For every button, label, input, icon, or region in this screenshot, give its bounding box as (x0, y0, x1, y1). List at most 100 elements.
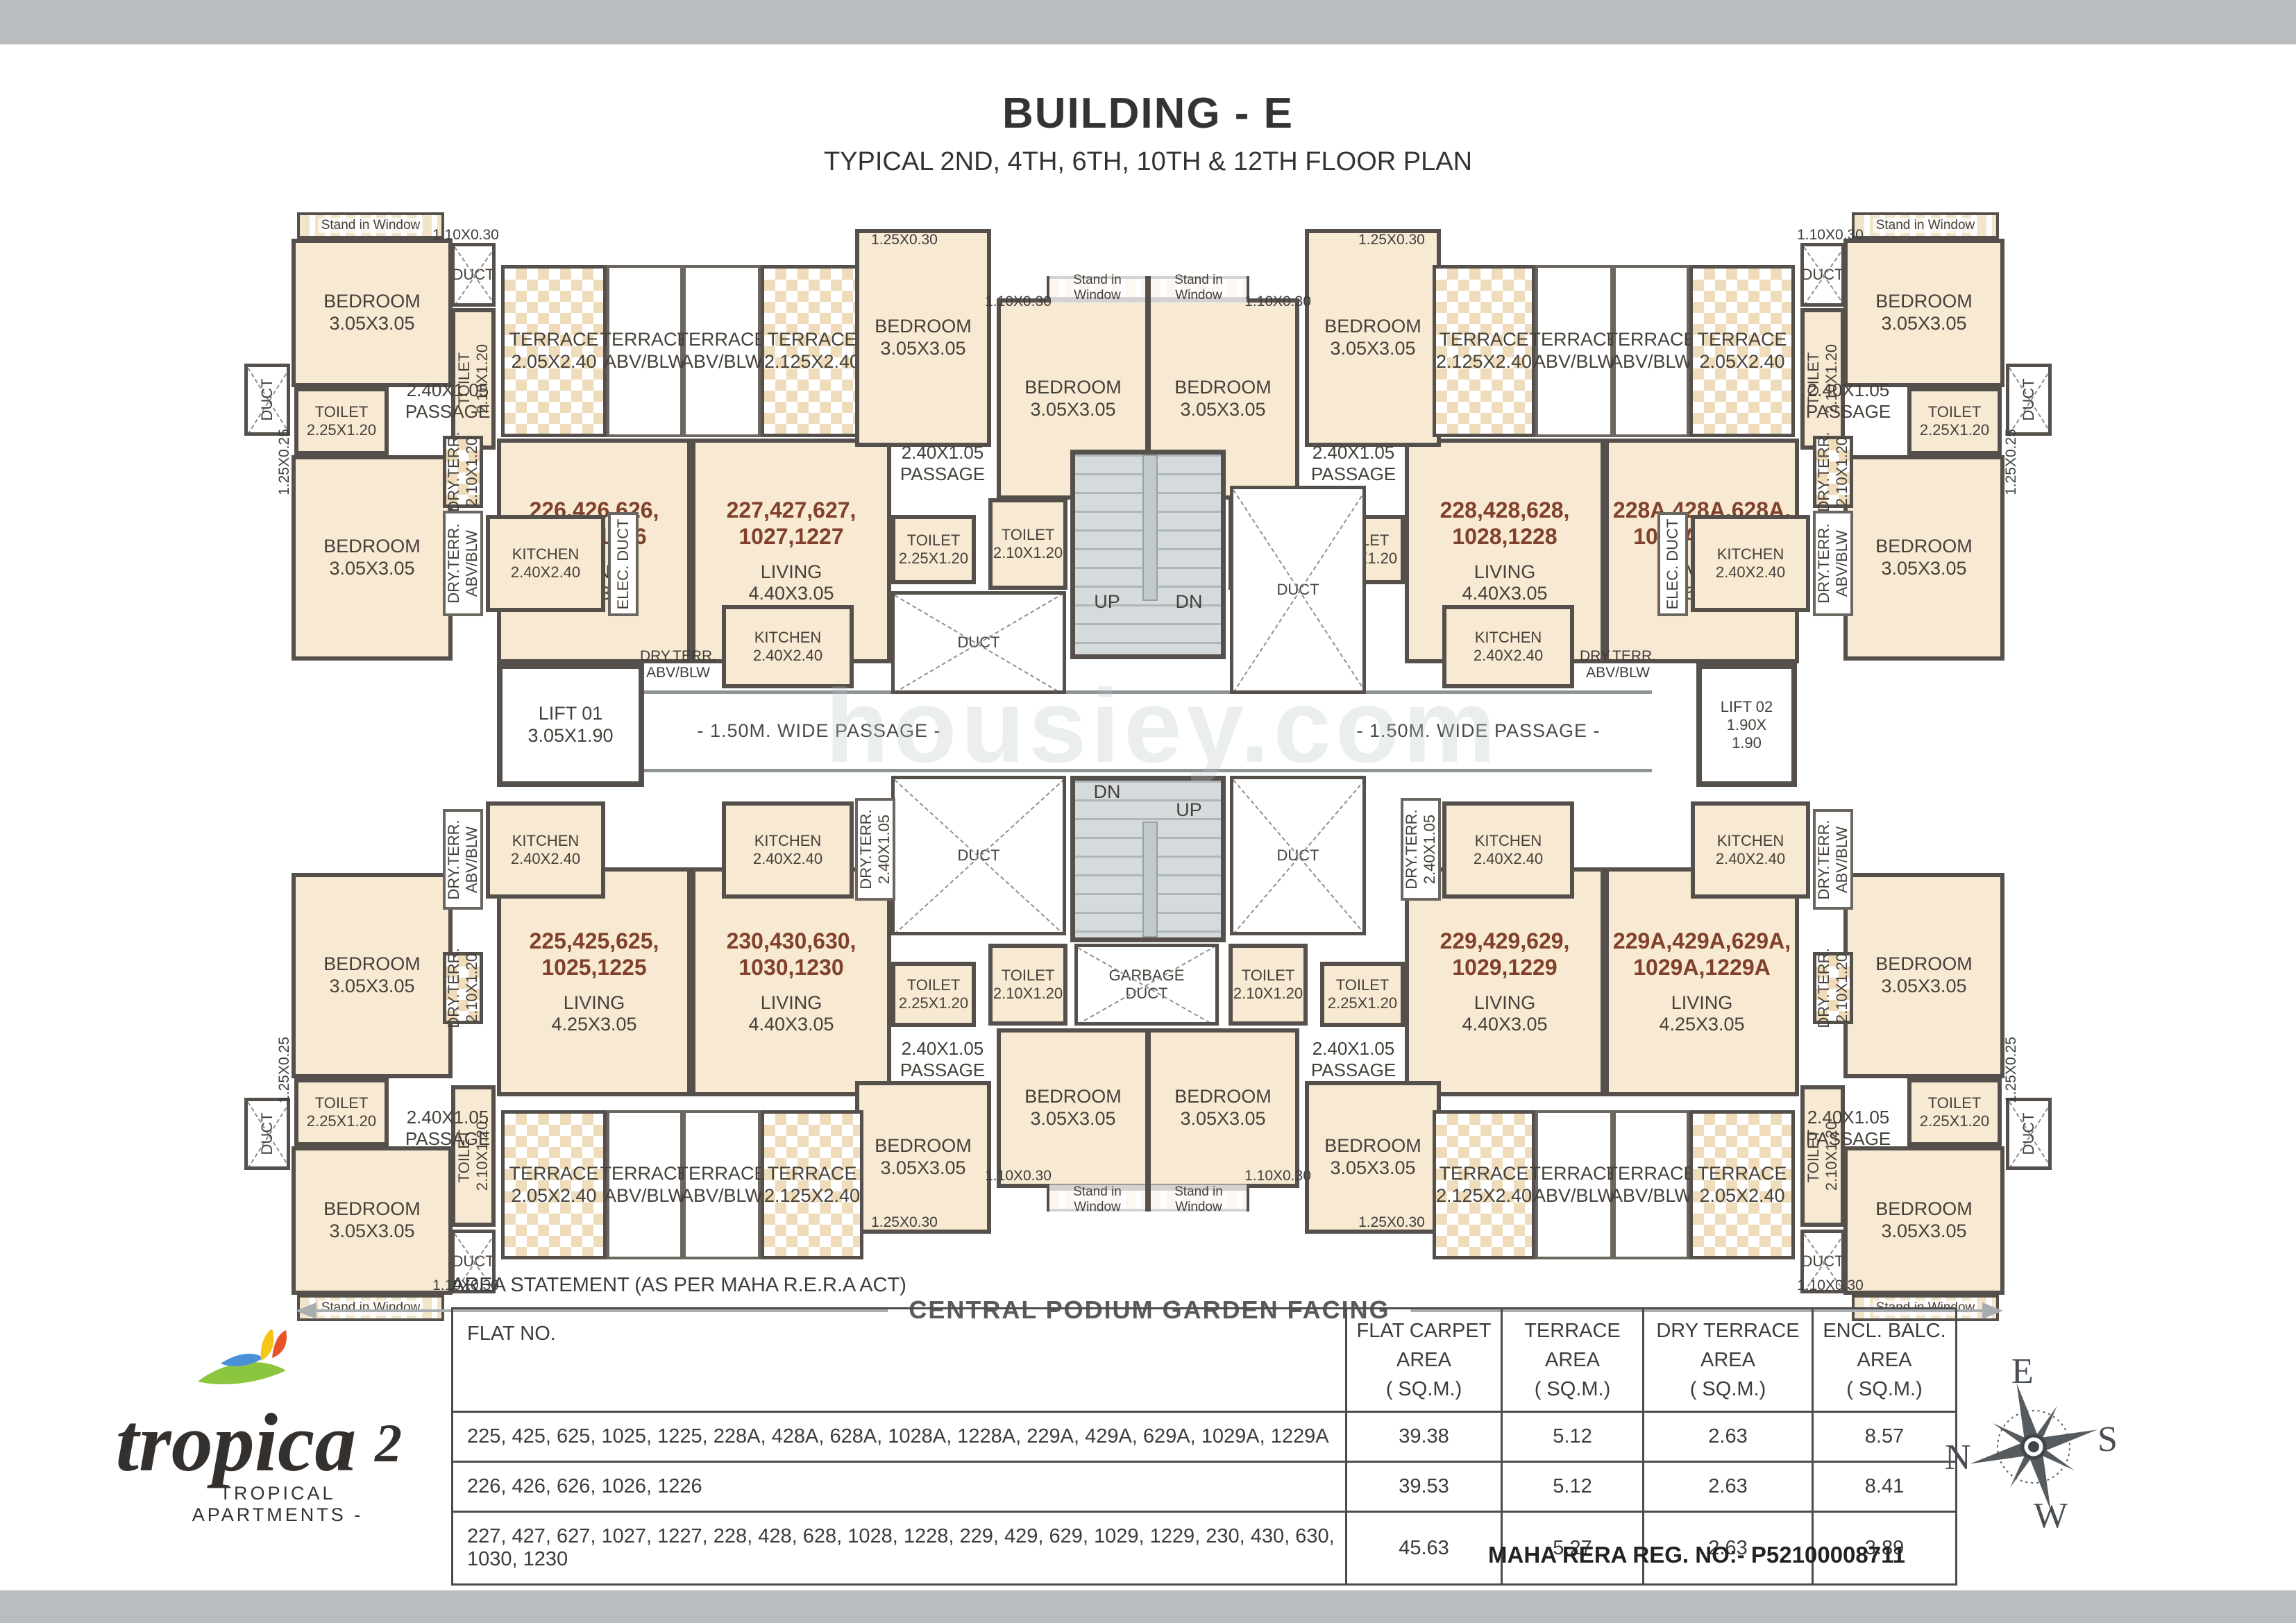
table-row: 225, 425, 625, 1025, 1225, 228A, 428A, 6… (451, 1411, 1957, 1463)
staircase-upper (1070, 450, 1226, 659)
room-label: KITCHEN 2.40X2.40 (752, 629, 823, 664)
plan-annotation: 1.10X0.30 (432, 1277, 499, 1293)
bedroom: BEDROOM 3.05X3.05 (1305, 1081, 1441, 1234)
room-label: Stand in Window (1151, 1184, 1247, 1216)
dry-terrace: DRY.TERR. ABV/BLW (443, 511, 483, 616)
flat-numbers: 228,428,628, 1028,1228 (1440, 497, 1570, 550)
plan-annotation: UP (1094, 590, 1120, 612)
dry-terrace: DRY.TERR. 2.10X1.20 (443, 948, 483, 1028)
room-label: LIFT 01 3.05X1.90 (527, 703, 614, 746)
duct: DUCT (1800, 243, 1845, 307)
room-label: TERRACE 2.125X2.40 (1435, 1162, 1533, 1206)
flat-numbers: 227,427,627, 1027,1227 (726, 497, 856, 550)
plan-annotation: DRY.TERR. ABV/BLW (639, 648, 717, 681)
room-label: KITCHEN 2.40X2.40 (1473, 629, 1544, 664)
room-label: LIVING 4.25X3.05 (551, 992, 637, 1035)
table-column-header: DRY TERRACE AREA ( SQ.M.) (1642, 1307, 1814, 1413)
room-label: TOILET 2.25X1.20 (1919, 403, 1990, 439)
table-cell: 5.27 (1501, 1511, 1644, 1586)
room-label: DRY.TERR. 2.40X1.05 (1403, 809, 1438, 890)
room-label: TOILET 2.25X1.20 (1327, 976, 1398, 1012)
staircase-lower (1070, 776, 1226, 942)
room-label: DRY.TERR. ABV/BLW (445, 523, 480, 604)
table-cell: 8.57 (1812, 1411, 1957, 1463)
room-label: DRY.TERR. 2.10X1.20 (445, 948, 480, 1028)
top-border-bar (0, 0, 2296, 44)
room-label: Stand in Window (1049, 272, 1145, 304)
table-cell: 3.89 (1812, 1511, 1957, 1586)
room-label: BEDROOM 3.05X3.05 (1024, 1086, 1122, 1129)
plan-annotation: 2.40X1.05 PASSAGE (900, 1038, 986, 1080)
room-label: BEDROOM 3.05X3.05 (1174, 1086, 1272, 1129)
duct: DUCT (2006, 1098, 2052, 1170)
plan-annotation: UP (1176, 799, 1202, 820)
kitchen: KITCHEN 2.40X2.40 (722, 605, 854, 688)
room-label: TERRACE 2.125X2.40 (763, 329, 861, 372)
duct: DUCT (1800, 1230, 1845, 1293)
lift-02: LIFT 02 1.90X 1.90 (1696, 663, 1797, 787)
duct-cross-line (895, 779, 1063, 932)
logo-tagline: TROPICAL APARTMENTS - (192, 1483, 364, 1525)
room-label: TERRACE 2.05X2.40 (1697, 1162, 1787, 1206)
room-label: DRY.TERR. ABV/BLW (1815, 523, 1850, 604)
toilet: TOILET 2.25X1.20 (1320, 962, 1405, 1027)
plan-annotation: 1.25X0.30 (1358, 232, 1425, 248)
room-label: KITCHEN 2.40X2.40 (1715, 832, 1786, 867)
room-label: BEDROOM 3.05X3.05 (1324, 316, 1421, 359)
compass-north-label: N (1945, 1438, 1971, 1477)
table-column-header: TERRACE AREA ( SQ.M.) (1501, 1307, 1644, 1413)
duct: DUCT (2006, 364, 2052, 436)
bedroom: BEDROOM 3.05X3.05 (1305, 229, 1441, 447)
toilet: TOILET 2.25X1.20 (891, 962, 976, 1027)
duct: DUCT (451, 1230, 496, 1293)
bedroom: BEDROOM 3.05X3.05 (855, 1081, 991, 1234)
toilet: TOILET 2.25X1.20 (294, 387, 389, 455)
duct-cross-line (895, 779, 1063, 932)
kitchen: KITCHEN 2.40X2.40 (486, 515, 605, 612)
terrace: TERRACE 2.125X2.40 (1433, 1110, 1535, 1259)
room-label: KITCHEN 2.40X2.40 (1715, 545, 1786, 581)
plan-annotation: 1.25X0.25 (276, 429, 293, 495)
plan-annotation: 2.40X1.05 PASSAGE (405, 1107, 491, 1149)
bedroom: BEDROOM 3.05X3.05 (292, 873, 453, 1078)
room-label: Stand in Window (1049, 1184, 1145, 1216)
dry-terrace: DRY.TERR. 2.10X1.20 (1813, 948, 1853, 1028)
room-label: TERRACE ABV/BLW (1606, 329, 1696, 372)
plan-annotation: 2.40X1.05 PASSAGE (1310, 1038, 1396, 1080)
room-label: KITCHEN 2.40X2.40 (510, 545, 581, 581)
bedroom: BEDROOM 3.05X3.05 (1843, 1146, 2004, 1295)
arrow-right-head-icon (1982, 1302, 2003, 1319)
room-label: DRY.TERR. 2.40X1.05 (857, 809, 893, 890)
plan-annotation: 1.10X0.30 (985, 1168, 1052, 1184)
bedroom: BEDROOM 3.05X3.05 (1843, 455, 2004, 661)
room-label: TERRACE ABV/BLW (677, 1162, 767, 1206)
kitchen: KITCHEN 2.40X2.40 (722, 801, 854, 899)
room-label: LIVING 4.40X3.05 (748, 561, 834, 604)
table-cell: 2.63 (1642, 1411, 1814, 1463)
table-cell: 2.63 (1642, 1511, 1814, 1586)
table-cell: 227, 427, 627, 1027, 1227, 228, 428, 628… (451, 1511, 1347, 1586)
rera-registration: MAHA RERA REG. NO:- P52100008711 (1488, 1542, 1905, 1567)
room-label: BEDROOM 3.05X3.05 (323, 953, 421, 996)
plan-annotation-text: 1.25X0.25 (2003, 1037, 2019, 1103)
bedroom: BEDROOM 3.05X3.05 (292, 239, 453, 387)
room-label: ELEC. DUCT (1664, 518, 1682, 610)
toilet: TOILET 2.10X1.20 (451, 1085, 496, 1227)
elec-duct: ELEC. DUCT (1657, 512, 1688, 616)
corridor (644, 690, 1652, 772)
terrace: TERRACE 2.125X2.40 (761, 1110, 863, 1259)
room-label: DUCT (452, 1252, 495, 1271)
duct-cross-line (1078, 947, 1215, 1022)
tropica-logo: tropica 2 TROPICAL APARTMENTS - (83, 1329, 416, 1544)
toilet: TOILET 2.10X1.20 (451, 308, 496, 450)
room-label: BEDROOM 3.05X3.05 (1875, 953, 1973, 996)
terrace: TERRACE ABV/BLW (1607, 1110, 1696, 1259)
plan-annotation: 1.25X0.30 (871, 232, 938, 248)
stand-in-window: Stand in Window (1047, 1184, 1148, 1216)
flat-numbers: 229,429,629, 1029,1229 (1440, 928, 1570, 980)
room-label: TERRACE 2.125X2.40 (1435, 329, 1533, 372)
dry-terrace: DRY.TERR. 2.10X1.20 (1813, 432, 1853, 512)
room-label: TOILET 2.25X1.20 (1919, 1094, 1990, 1130)
